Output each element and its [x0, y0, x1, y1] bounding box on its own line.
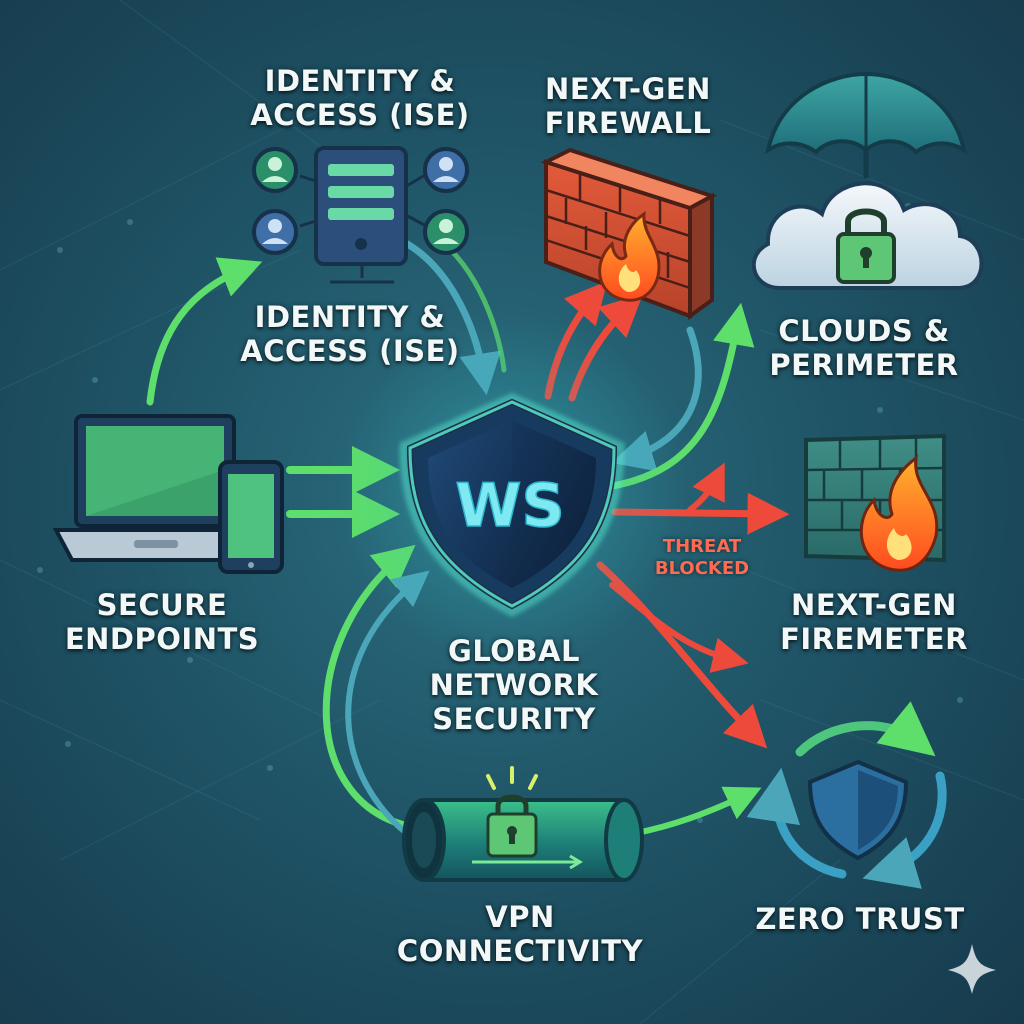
arrow-vpn-to-shield-2 [345, 570, 430, 845]
identity-access-icon [252, 146, 469, 284]
clouds-perimeter-label: CLOUDS & PERIMETER [754, 314, 974, 382]
next-gen-firewall-label: NEXT-GEN FIREWALL [520, 72, 736, 140]
user-icon [423, 209, 469, 255]
refresh-cycle-icon [746, 701, 947, 889]
shield-icon [807, 759, 909, 861]
flame-icon [859, 454, 939, 572]
mid-identity-access-label: IDENTITY & ACCESS (ISE) [222, 300, 478, 368]
padlock-icon [836, 208, 896, 284]
firemeter-line2: FIREMETER [780, 622, 968, 656]
flame-icon [598, 211, 661, 302]
clouds-line2: PERIMETER [769, 348, 959, 382]
sparkle-icon [948, 944, 996, 994]
endpoints-line1: SECURE [96, 588, 228, 622]
top-identity-access-label: IDENTITY & ACCESS (ISE) [232, 64, 488, 132]
arrow-threat-branch [687, 462, 725, 513]
brick-wall-icon [540, 147, 718, 320]
secure-endpoints-label: SECURE ENDPOINTS [46, 588, 278, 656]
zero-trust-label: ZERO TRUST [742, 902, 978, 936]
arrow-endpoints-to-identity [146, 257, 263, 406]
firemeter-line1: NEXT-GEN [791, 588, 957, 622]
center-line3: SECURITY [432, 702, 596, 736]
user-icon [252, 209, 298, 255]
vpn-line2: CONNECTIVITY [396, 934, 644, 968]
top-identity-line1: IDENTITY & [264, 64, 456, 98]
shield-logo: WS [455, 471, 564, 541]
user-icon [423, 147, 469, 193]
next-gen-firemeter-label: NEXT-GEN FIREMETER [764, 588, 984, 656]
firewall-line2: FIREWALL [544, 106, 712, 140]
clouds-line1: CLOUDS & [778, 314, 950, 348]
top-identity-line2: ACCESS (ISE) [250, 98, 470, 132]
global-network-security-label: GLOBAL NETWORK SECURITY [404, 634, 624, 736]
threat-line1: THREAT [662, 536, 742, 557]
mid-identity-line1: IDENTITY & [254, 300, 446, 334]
central-shield-icon: WS [337, 315, 687, 665]
smartphone-icon [218, 460, 284, 574]
vpn-line1: VPN [485, 900, 555, 934]
center-line2: NETWORK [429, 668, 599, 702]
threat-line2: BLOCKED [654, 558, 750, 579]
padlock-icon [486, 794, 538, 858]
mid-identity-line2: ACCESS (ISE) [240, 334, 460, 368]
endpoints-line2: ENDPOINTS [64, 622, 260, 656]
vpn-connectivity-label: VPN CONNECTIVITY [392, 900, 648, 968]
server-icon [314, 146, 408, 266]
umbrella-icon [765, 71, 967, 178]
user-icon [252, 147, 298, 193]
threat-blocked-label: THREAT BLOCKED [650, 536, 754, 580]
zero-trust-line1: ZERO TRUST [755, 902, 965, 936]
laptop-icon [52, 414, 258, 562]
firewall-line1: NEXT-GEN [545, 72, 711, 106]
vpn-tunnel-icon [402, 766, 644, 882]
center-line1: GLOBAL [448, 634, 580, 668]
arrow-vpn-to-shield [322, 544, 416, 830]
